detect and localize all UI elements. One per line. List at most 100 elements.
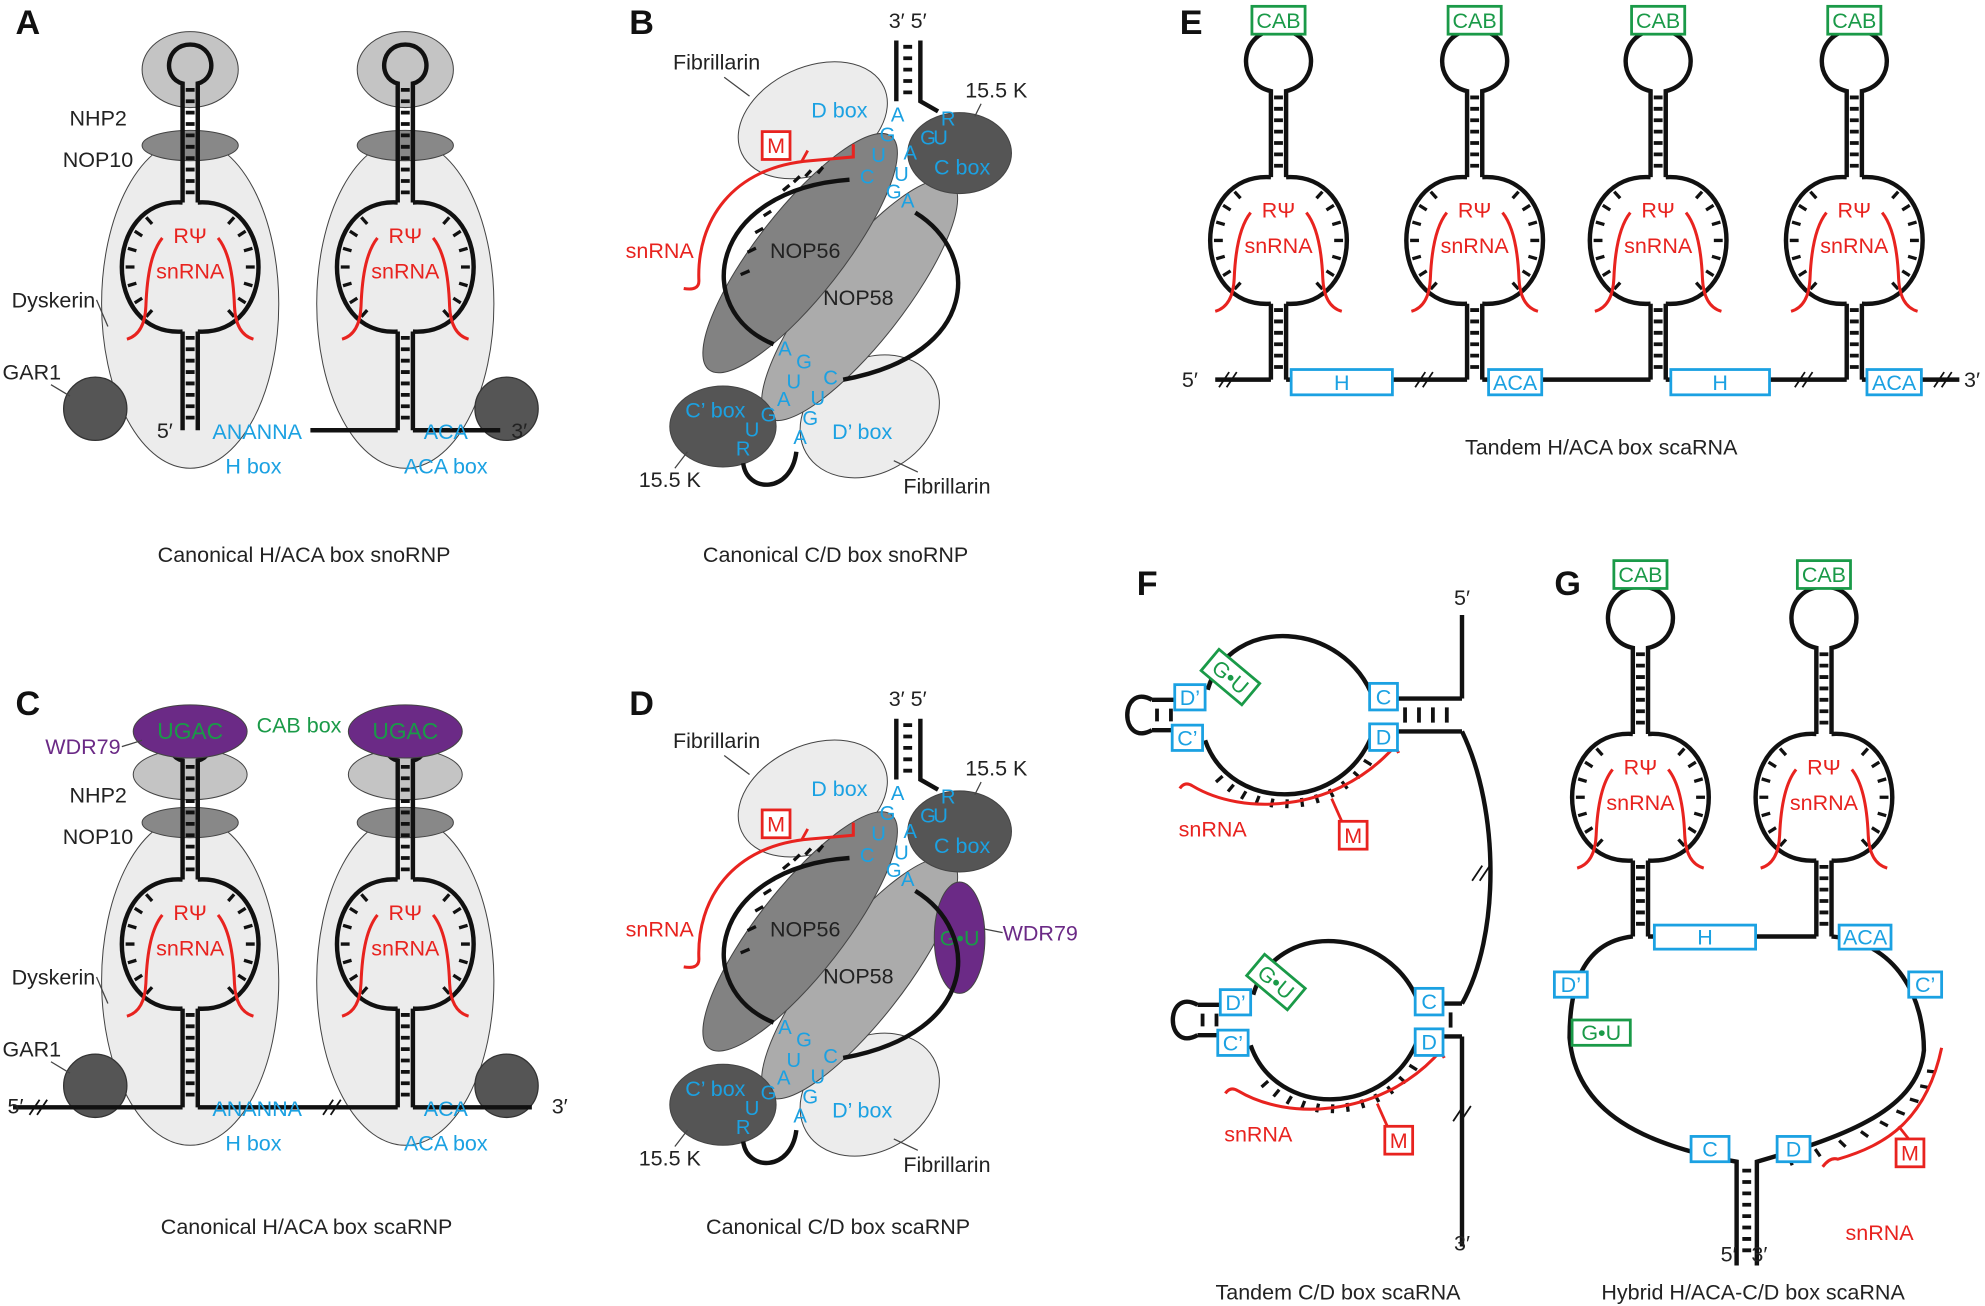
cab-box-box	[1795, 559, 1852, 590]
fibrillarin-label: Fibrillarin	[903, 475, 990, 499]
connector-strand	[842, 889, 961, 1061]
base-pair-ticks	[903, 44, 913, 95]
caption-a: Canonical H/ACA box snoRNP	[158, 543, 451, 567]
nucleotide: R	[941, 787, 956, 809]
nucleotide: U	[745, 420, 760, 442]
guide-strand	[721, 177, 850, 347]
loop-bottom	[1248, 1035, 1422, 1102]
base-pair-ticks	[125, 216, 154, 318]
wdr79-label: WDR79	[1003, 921, 1078, 945]
terminal-stem	[894, 40, 940, 114]
gar1-label: GAR1	[3, 1038, 62, 1062]
snrna-strand-left	[1790, 211, 1828, 313]
d-box-label: D	[1376, 726, 1392, 750]
caption-e: Tandem H/ACA box scaRNA	[1465, 435, 1738, 459]
c-prime-box-box	[1170, 723, 1204, 752]
base-pair-ticks	[400, 1013, 410, 1097]
rpsi-label: RΨ	[1641, 199, 1675, 223]
nucleotide: U	[811, 1066, 826, 1088]
dyskerin-label: Dyskerin	[12, 289, 96, 313]
d-box-box	[1775, 1135, 1812, 1164]
wdr79-protein	[132, 704, 248, 759]
aca-box-sequence: ACA	[424, 1097, 469, 1121]
c-prime-box-label: C’ box	[685, 399, 745, 423]
gu-pair: G•U	[1244, 952, 1308, 1012]
nucleotide: U	[933, 127, 948, 149]
c-prime-box-box	[1907, 970, 1944, 999]
snrna-strand-right	[431, 914, 470, 1018]
bottom-loop	[740, 451, 799, 487]
nucleotide: C	[823, 1046, 838, 1068]
pseudouridylation-pocket-left	[1587, 174, 1651, 306]
nucleotide: U	[871, 145, 886, 167]
panel-letter-g: G	[1554, 565, 1581, 603]
base-pair-ticks	[1636, 652, 1645, 725]
c-box-box	[1368, 681, 1399, 712]
nucleotide: A	[777, 389, 791, 411]
pseudouridylation-pocket-right	[412, 877, 476, 1011]
nucleotide: G	[761, 1083, 777, 1105]
nop58-label: NOP58	[823, 964, 894, 988]
fibrillarin-label: Fibrillarin	[673, 729, 760, 753]
aca-box-box	[1487, 368, 1544, 397]
nucleotide: A	[778, 339, 792, 361]
leader-line	[674, 1129, 689, 1147]
five-prime-label: 5′	[8, 1095, 24, 1119]
pseudouridylation-pocket-right	[1647, 731, 1711, 863]
nucleotide: U	[787, 372, 802, 394]
gar1-label: GAR1	[3, 361, 62, 385]
aca-box-label: ACA	[1493, 371, 1538, 395]
cab-box-label: CAB	[1802, 563, 1846, 587]
nhp2-label: NHP2	[70, 783, 127, 807]
snrna-strand-left	[1214, 211, 1252, 313]
snrna-label: snRNA	[1179, 817, 1248, 841]
three-prime-label: 3′	[1964, 368, 1980, 392]
methylation-site-label: M	[1901, 1141, 1919, 1165]
d-box-label: D box	[811, 99, 867, 123]
methylation-site-label: M	[1344, 824, 1362, 848]
pseudouridylation-pocket-right	[1831, 731, 1895, 863]
three-prime-label: 3′	[552, 1095, 568, 1119]
cab-box-label: CAB	[1453, 9, 1497, 33]
snrna-strand-left	[126, 914, 164, 1018]
nucleotide: G	[796, 351, 812, 373]
three-prime-label: 3′	[511, 419, 527, 443]
rpsi-label: RΨ	[389, 224, 423, 248]
lower-stem	[1648, 303, 1668, 380]
leader-line	[95, 976, 109, 1004]
five-prime-label: 5′	[1721, 1243, 1737, 1267]
snrna-strand-right	[216, 914, 254, 1018]
gu-box-label: G•U	[1581, 1021, 1621, 1045]
base-pair-ticks	[1653, 95, 1663, 168]
leader-line	[50, 1061, 71, 1074]
c-prime-box-box	[1216, 1028, 1250, 1057]
base-pair-ticks	[1860, 747, 1889, 848]
h-box-box	[1652, 923, 1757, 951]
snrna-strand-left	[126, 236, 164, 341]
five-prime-label: 5′	[157, 419, 173, 443]
base-pair-ticks	[1213, 190, 1242, 291]
cab-box-box	[1446, 4, 1503, 36]
lower-stem	[395, 1008, 416, 1108]
dyskerin-label: Dyskerin	[12, 966, 96, 990]
leader-line	[50, 384, 71, 397]
c-box-label: C box	[934, 834, 990, 858]
lower-stem	[1268, 303, 1289, 380]
leader-line	[121, 739, 143, 748]
three-prime-label: 3′	[1454, 1231, 1470, 1255]
panel-letter-d: D	[629, 685, 654, 723]
snrna-strand-right	[1305, 211, 1343, 313]
snrna-strand-right	[1684, 211, 1722, 313]
d-prime-box-box	[1173, 683, 1207, 712]
d-box-box	[1368, 722, 1399, 752]
d-prime-box-label: D’ box	[832, 420, 892, 444]
base-pair-ticks	[903, 723, 913, 773]
nucleotide: R	[736, 439, 751, 461]
gar1-protein	[474, 376, 539, 442]
wdr79-label: WDR79	[45, 735, 120, 759]
c-prime-box-label: C’	[1915, 973, 1935, 997]
gar1-protein	[62, 1053, 128, 1119]
